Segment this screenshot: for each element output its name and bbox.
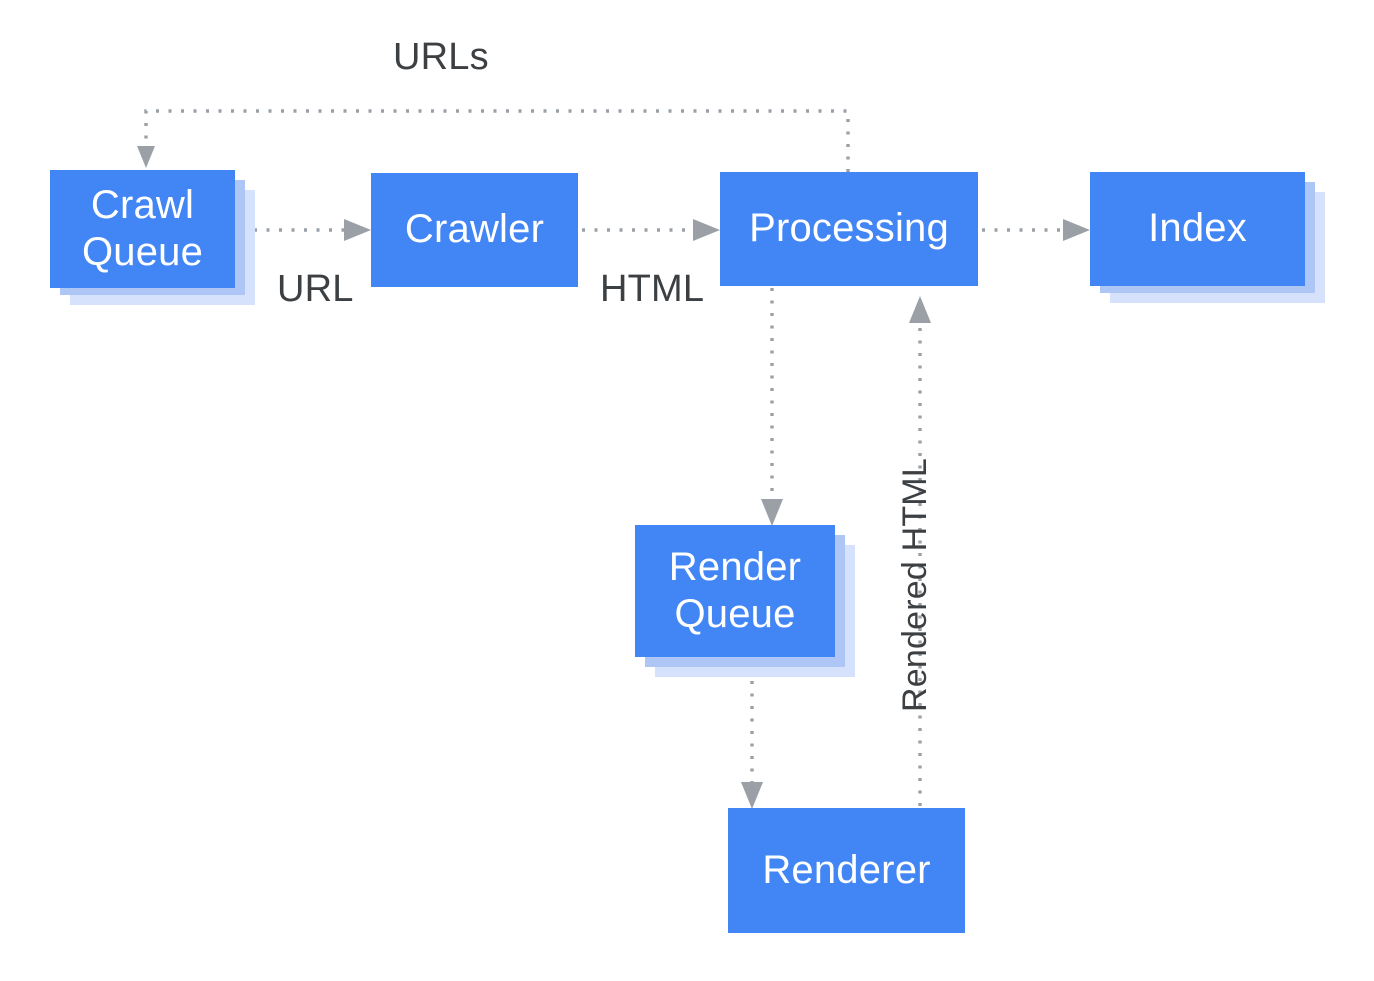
edge-label-rendered-html: Rendered HTML [896,458,934,712]
node-renderer-label: Renderer [728,808,965,933]
node-processing[interactable]: Processing [720,172,978,286]
node-renderer[interactable]: Renderer [728,808,965,933]
node-crawler[interactable]: Crawler [371,173,578,287]
node-render-queue[interactable]: Render Queue [635,525,855,677]
edge-render-queue-to-renderer [741,681,763,809]
edge-processing-to-render-queue [761,288,783,526]
node-crawler-label: Crawler [371,173,578,287]
node-index-label: Index [1090,172,1305,286]
node-crawl-queue-label: Crawl Queue [50,170,235,288]
edge-label-url: URL [277,268,354,310]
edge-processing-to-index [982,219,1090,241]
edge-queue-to-crawler [254,219,371,241]
node-render-queue-label: Render Queue [635,525,835,657]
node-crawl-queue[interactable]: Crawl Queue [50,170,255,305]
edge-crawler-to-processing [582,219,720,241]
edge-urls-loop [137,109,850,172]
node-processing-label: Processing [720,172,978,286]
edge-label-html: HTML [600,268,705,310]
node-index[interactable]: Index [1090,172,1325,303]
edge-label-urls: URLs [393,36,489,78]
